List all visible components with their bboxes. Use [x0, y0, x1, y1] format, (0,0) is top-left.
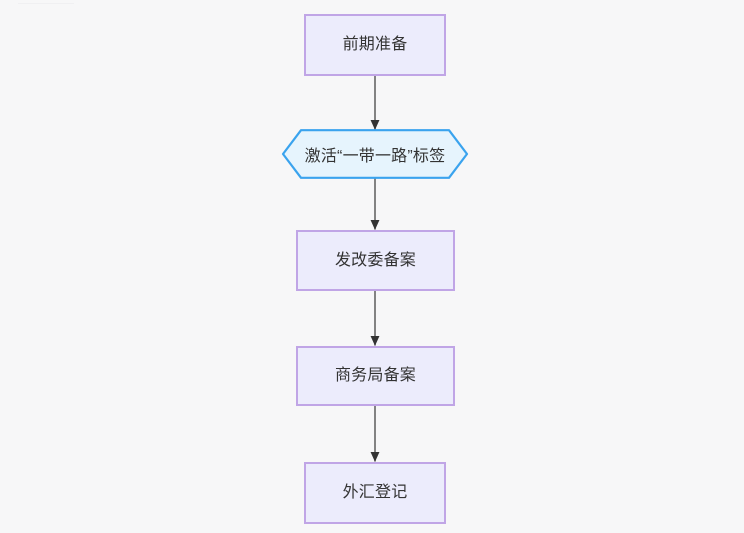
node-preparation-label: 前期准备 [342, 36, 408, 54]
node-forex-registration[interactable]: 外汇登记 [304, 462, 446, 524]
canvas-top-artifact [18, 3, 74, 4]
node-forex-registration-label: 外汇登记 [342, 484, 408, 502]
node-activate-label-tag[interactable]: 激活“一带一路”标签 [270, 129, 480, 179]
node-ndrc-filing-label: 发改委备案 [334, 251, 416, 269]
hexagon-shape [281, 129, 469, 179]
node-activate-label-tag-label: 激活“一带一路”标签 [304, 148, 446, 165]
node-commerce-bureau-filing[interactable]: 商务局备案 [296, 346, 455, 406]
node-preparation[interactable]: 前期准备 [304, 14, 446, 76]
node-ndrc-filing[interactable]: 发改委备案 [296, 230, 455, 291]
node-commerce-bureau-filing-label: 商务局备案 [334, 367, 416, 385]
